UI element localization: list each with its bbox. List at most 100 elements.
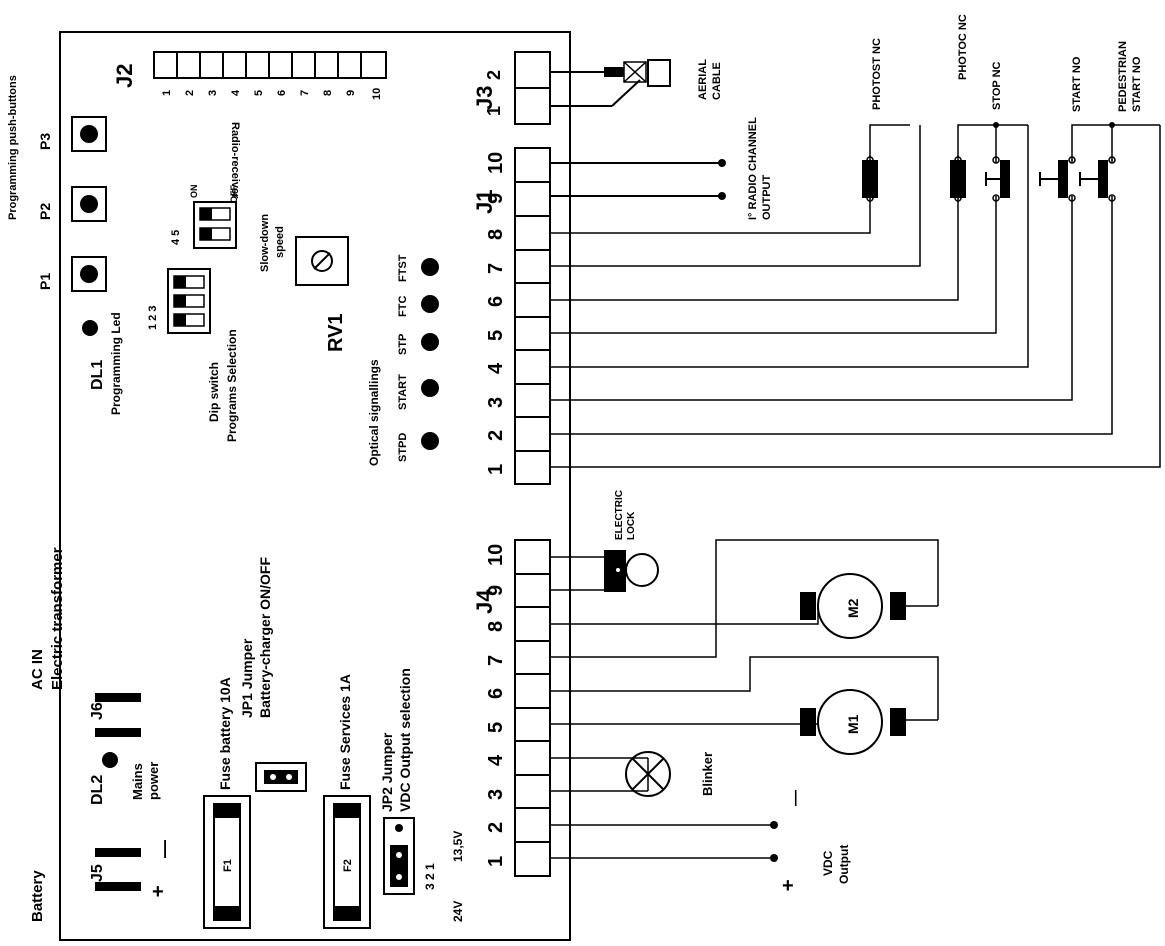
cable-label: CABLE — [711, 62, 723, 100]
p2-label: P2 — [37, 203, 53, 220]
programming-push-buttons-label: Programming push-buttons — [7, 75, 19, 220]
fuse-f2 — [323, 795, 371, 929]
j4-pin-label: 6 — [485, 688, 507, 699]
j1-pin-label: 2 — [485, 430, 507, 441]
control-board — [59, 31, 571, 941]
slow-down-label: Slow-down — [259, 214, 271, 272]
dip-subtitle: Programs Selection — [225, 329, 239, 442]
j1-pin-label: 4 — [485, 362, 507, 374]
j2-pin-label: 2 — [184, 90, 196, 96]
f1-label: F1 — [222, 859, 234, 872]
led-label-stp: STP — [397, 334, 409, 355]
junction-dot — [1109, 122, 1115, 128]
j1-terminal-block — [514, 147, 551, 485]
j2-header — [153, 51, 387, 79]
speed-label: speed — [274, 226, 286, 258]
ftc-led — [421, 295, 439, 313]
photost-contact — [862, 156, 878, 202]
junction-dot — [993, 122, 999, 128]
electric-transformer-label: Electric transformer — [49, 547, 66, 690]
led-label-start: START — [397, 374, 409, 410]
j2-pin-label: 7 — [299, 90, 311, 96]
j4-pin-label: 8 — [485, 621, 507, 632]
jp2-pin-numbers: 3 2 1 — [423, 863, 437, 890]
j1-wiring — [550, 124, 1161, 468]
j4-terminal-block — [514, 539, 551, 877]
jp2-jumper[interactable] — [383, 817, 415, 895]
radio-terminal — [718, 159, 726, 167]
battery-plus-label: + — [152, 881, 164, 903]
j2-label: J2 — [112, 64, 137, 88]
p1-button[interactable] — [71, 256, 107, 292]
dl2-led — [102, 752, 118, 768]
j1-pin-label: 8 — [485, 229, 507, 240]
m2-label: M2 — [845, 598, 861, 618]
stop-label: STOP NC — [991, 61, 1003, 110]
radio-receiver-label: Radio-receiver — [229, 122, 241, 199]
dl1-label: DL1 — [89, 360, 106, 390]
lock-label: LOCK — [626, 511, 637, 540]
j1-pin-label: 7 — [485, 263, 507, 274]
dip-off-label: OFF — [229, 185, 239, 203]
j2-pin-label: 5 — [253, 90, 265, 96]
j2-pin-labels: 1 2 3 4 5 6 7 8 9 10 — [161, 88, 383, 100]
dip-title: Dip switch — [207, 362, 221, 422]
electric-lock — [550, 550, 659, 592]
jp1-description: Battery-charger ON/OFF — [257, 557, 273, 718]
j4-pin-label: 10 — [485, 544, 507, 566]
jp1-jumper[interactable] — [255, 762, 307, 792]
j4-pin-label: 9 — [485, 585, 507, 596]
photoc-contact — [950, 156, 966, 202]
j1-label: J1 — [472, 190, 497, 214]
blinker-label: Blinker — [700, 752, 715, 796]
dip-switch-45[interactable] — [193, 201, 237, 249]
p2-button[interactable] — [71, 186, 107, 222]
j6-terminal — [95, 728, 141, 737]
j2-pin-label: 4 — [230, 89, 242, 96]
p1-label: P1 — [37, 273, 53, 290]
j1-pin-label: 10 — [485, 152, 507, 174]
radio-terminal — [718, 192, 726, 200]
motor-m2 — [800, 573, 906, 639]
start-contact — [1039, 156, 1076, 202]
pedestrian-label: PEDESTRIAN — [1117, 41, 1129, 112]
p3-button[interactable] — [71, 116, 107, 152]
vdc-terminal — [770, 821, 778, 829]
radio-channel-label: I° RADIO CHANNEL — [747, 117, 759, 220]
dl1-description: Programming Led — [109, 312, 123, 415]
optical-signallings-title: Optical signallings — [367, 359, 381, 466]
dip-switch-123[interactable] — [167, 268, 211, 334]
j2-pin-label: 10 — [371, 88, 383, 100]
start-led — [421, 379, 439, 397]
j4-pin-label: 2 — [485, 822, 507, 833]
led-label-ftst: FTST — [397, 254, 409, 282]
vdc-minus-label: — — [787, 790, 804, 806]
vdc-label: VDC — [821, 850, 835, 876]
battery-minus-label: — — [154, 840, 174, 858]
j6-label: J6 — [89, 702, 106, 720]
fuse-services-label: Fuse Services 1A — [337, 674, 353, 790]
j5-terminal — [95, 848, 141, 857]
aerial-label: AERIAL — [697, 59, 709, 100]
j2-pin-label: 3 — [207, 90, 219, 96]
dl1-led — [82, 320, 98, 336]
rv1-potentiometer[interactable] — [295, 236, 349, 286]
ftst-led — [421, 258, 439, 276]
power-label: power — [146, 762, 161, 800]
fuse-f1 — [203, 795, 251, 929]
led-label-stpd: STPD — [397, 433, 409, 462]
vdc-output-label: Output — [837, 845, 851, 884]
radio-output-label: OUTPUT — [761, 175, 773, 221]
j1-pin-label: 3 — [485, 397, 507, 408]
j2-pin-label: 1 — [161, 90, 173, 96]
j1-pin-label: 5 — [485, 330, 507, 341]
dip-numbers-123: 1 2 3 — [147, 306, 159, 330]
mains-label: Mains — [130, 763, 145, 800]
motor-m1-wiring — [550, 656, 939, 725]
j1-pin-labels: 10 9 8 7 6 5 4 3 2 1 — [485, 152, 507, 475]
dip-numbers-45: 4 5 — [170, 230, 182, 245]
led-label-ftc: FTC — [397, 296, 409, 317]
start-label: START NO — [1071, 56, 1083, 112]
j3-pin-2: 2 — [484, 70, 504, 80]
